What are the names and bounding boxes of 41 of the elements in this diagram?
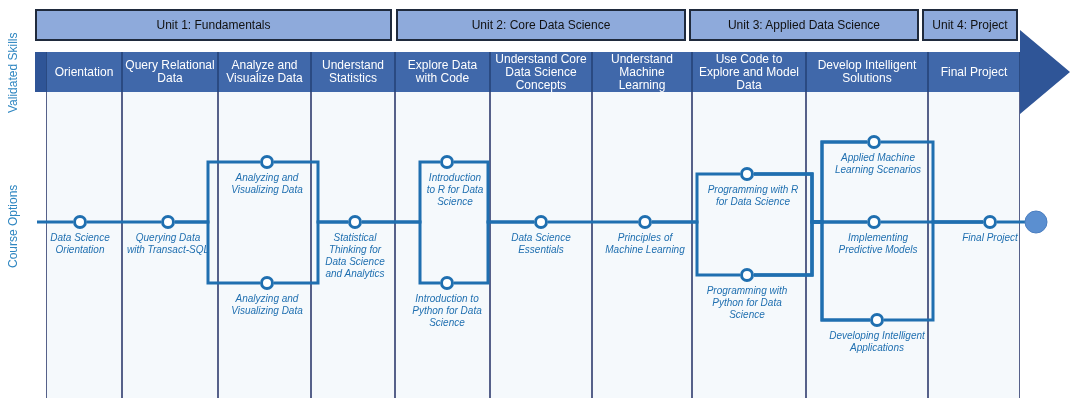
side-label: Validated Skills [6,32,20,113]
skill-header: Understand Statistics [311,52,395,92]
route-line [274,220,348,285]
skill-header: Final Project [928,52,1020,92]
side-label: Course Options [6,184,20,268]
unit-header: Unit 3: Applied Data Science [689,9,919,41]
route-line [362,220,440,285]
route-line [754,220,870,322]
skill-header: Use Code to Explore and Model Data [692,52,806,92]
course-name: Principles of Machine Learning [604,232,686,256]
course-name: Developing Intelligent Applications [829,330,925,354]
course-name: Analyzing and Visualizing Data [230,293,304,317]
route-line [175,220,260,285]
skill-header: Explore Data with Code [395,52,490,92]
course-name: Introduction to Python for Data Science [411,293,483,329]
course-name: Data Science Essentials [510,232,572,256]
unit-header: Unit 4: Project [922,9,1018,41]
route-line [454,220,534,285]
route-line [997,220,1025,224]
route-line [548,220,638,224]
route-line [37,220,73,224]
course-name: Analyzing and Visualizing Data [230,172,304,196]
skill-header: Understand Machine Learning [592,52,692,92]
course-name: Final Project [961,232,1019,244]
skill-header: Orientation [46,52,122,92]
skill-header: Understand Core Data Science Concepts [490,52,592,92]
course-name: Statistical Thinking for Data Science and Analytics [324,232,386,280]
course-name: Data Science Orientation [49,232,111,256]
route-line [652,220,740,277]
skill-header: Develop Intelligent Solutions [806,52,928,92]
course-name: Introduction to R for Data Science [426,172,484,208]
route-line [884,220,983,322]
skill-header: Analyze and Visualize Data [218,52,311,92]
route-line [87,220,161,224]
course-name: Implementing Predictive Models [837,232,919,256]
course-name: Applied Machine Learning Scenarios [833,152,923,176]
skill-header: Query Relational Data [122,52,218,92]
course-name: Programming with R for Data Science [706,184,800,208]
unit-header: Unit 1: Fundamentals [35,9,392,41]
course-name: Programming with Python for Data Science [705,285,789,321]
unit-header: Unit 2: Core Data Science [396,9,686,41]
